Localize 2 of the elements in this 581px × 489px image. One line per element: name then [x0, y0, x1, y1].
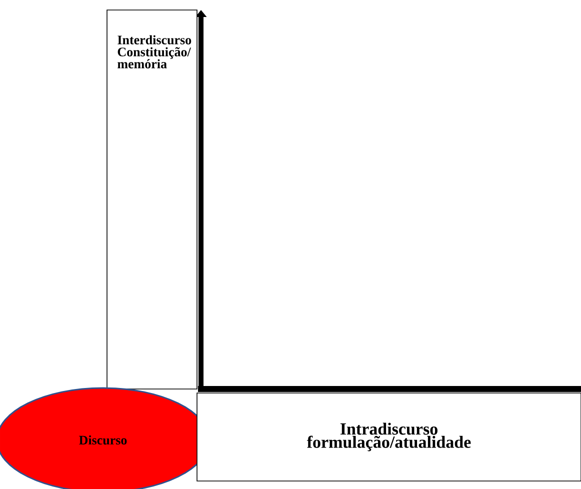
- text-box: Intradiscurso formulação/atualidade: [196, 392, 581, 482]
- text-box: Interdiscurso Constituição/memória: [106, 10, 198, 390]
